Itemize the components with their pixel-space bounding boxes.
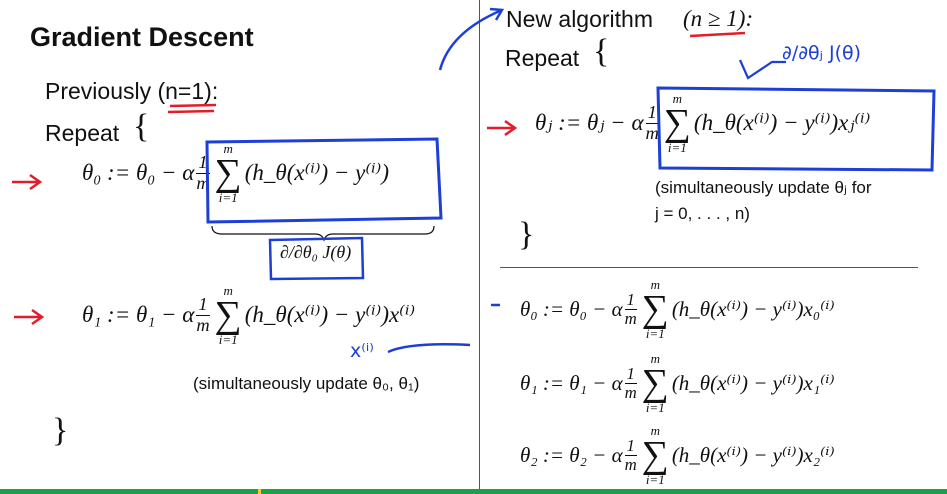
eq-summation: m∑i=1 [641,423,669,488]
section-divider [500,267,918,268]
simultaneous-note-left: (simultaneously update θ₀, θ₁) [193,374,420,393]
red-arrow-icon [487,119,518,137]
new-algorithm-label: New algorithm [506,6,653,32]
eq-body: (h_θ(x⁽ⁱ⁾) − y⁽ⁱ⁾) [244,160,389,186]
close-brace-left: } [52,412,69,449]
video-progress-marker[interactable] [258,489,261,494]
eq-summation: m∑i=1 [641,351,669,416]
repeat-label-left: Repeat [45,120,120,146]
eq-body: (h_θ(x⁽ⁱ⁾) − y⁽ⁱ⁾)xⱼ⁽ⁱ⁾ [693,110,871,136]
red-underline-condition [689,31,746,38]
derivative-label: ∂/∂θ₀ J(θ) [280,242,352,262]
blue-arrow-icon [438,7,505,71]
eq-body: (h_θ(x⁽ⁱ⁾) − y⁽ⁱ⁾)x₀⁽ⁱ⁾ [671,296,835,321]
eq-summation: m∑i=1 [214,283,242,348]
eq-lhs: θ₀ := θ₀ − α [520,296,623,321]
slide-title: Gradient Descent [30,22,254,52]
eq-lhs: θ₁ := θ₁ − α [520,370,623,395]
red-arrow-icon [14,308,45,326]
eq-body: (h_θ(x⁽ⁱ⁾) − y⁽ⁱ⁾)x₂⁽ⁱ⁾ [671,442,835,467]
handwritten-xi: x⁽ⁱ⁾ [350,340,374,362]
eq-summation: m∑i=1 [214,141,242,206]
simultaneous-note-right-1: (simultaneously update θⱼ for [655,178,872,197]
handwritten-derivative: ∂/∂θⱼ J(θ) [782,42,862,64]
red-arrow-icon [12,173,43,191]
condition-label: (n ≥ 1): [683,6,754,31]
red-underline-n1 [167,103,217,114]
blue-arrow-down-icon [738,59,786,80]
eq-lhs: θⱼ := θⱼ − α [535,110,644,136]
underbrace [211,225,435,242]
repeat-label-right: Repeat [505,45,580,71]
eq-lhs: θ₁ := θ₁ − α [82,302,195,328]
eq-summation: m∑i=1 [641,277,669,342]
eq-body: (h_θ(x⁽ⁱ⁾) − y⁽ⁱ⁾)x⁽ⁱ⁾ [244,302,416,328]
eq-lhs: θ₂ := θ₂ − α [520,442,623,467]
open-brace-left: { [133,108,150,145]
open-brace-right: { [593,33,610,70]
eq-summation: m∑i=1 [663,91,691,156]
close-brace-right: } [518,216,535,253]
previously-label: Previously (n=1): [45,78,219,104]
video-progress-bar[interactable] [0,489,947,494]
simultaneous-note-right-2: j = 0, . . . , n) [655,204,750,223]
eq-lhs: θ₀ := θ₀ − α [82,160,195,186]
eq-body: (h_θ(x⁽ⁱ⁾) − y⁽ⁱ⁾)x₁⁽ⁱ⁾ [671,370,835,395]
column-divider [479,0,480,490]
